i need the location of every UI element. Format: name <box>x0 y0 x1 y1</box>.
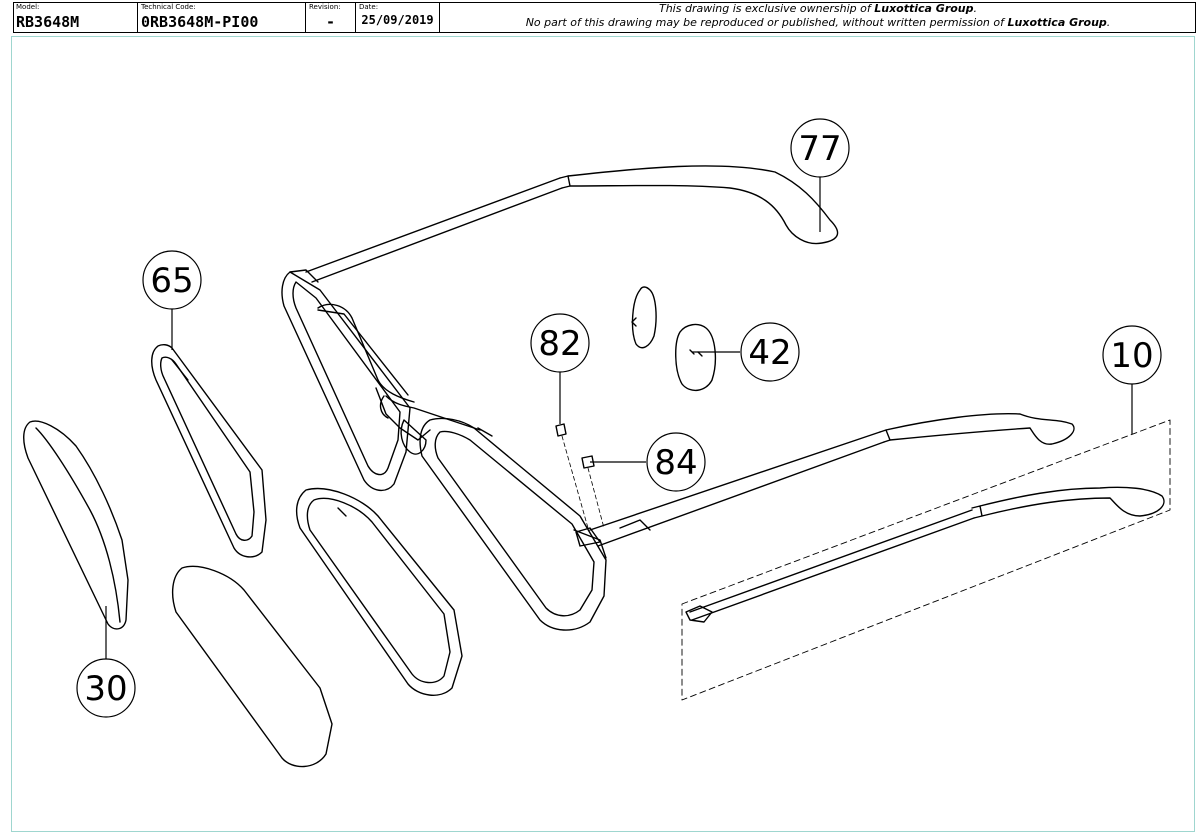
far-rim <box>281 269 411 491</box>
front-ring-65 <box>151 343 267 558</box>
callout-42: 42 <box>740 322 800 382</box>
revision-value: - <box>325 13 336 31</box>
screw-84 <box>581 455 595 469</box>
callout-10: 10 <box>1102 325 1162 385</box>
ownership-notice: This drawing is exclusive ownership of L… <box>440 2 1196 33</box>
callout-84: 84 <box>646 432 706 492</box>
date-label: Date: <box>359 3 379 11</box>
technical-code-value: 0RB3648M-PI00 <box>141 13 259 31</box>
lens-middle <box>171 565 333 768</box>
model-label: Model: <box>16 3 40 11</box>
model-value: RB3648M <box>16 13 80 31</box>
callout-65: 65 <box>142 250 202 310</box>
svg-text:84: 84 <box>654 443 697 483</box>
far-temple <box>305 165 839 283</box>
date-value: 25/09/2019 <box>361 13 434 27</box>
svg-text:77: 77 <box>798 129 841 169</box>
lens-30 <box>23 420 129 630</box>
technical-code-label: Technical Code: <box>141 3 196 11</box>
assembly-line-82 <box>561 435 589 529</box>
notice-line-1: This drawing is exclusive ownership of L… <box>658 2 978 15</box>
nose-pad-upper <box>631 286 657 349</box>
screw-82 <box>555 423 567 437</box>
revision-label: Revision: <box>309 3 341 11</box>
near-temple <box>575 413 1075 547</box>
callout-30: 30 <box>76 658 136 718</box>
bridge <box>317 303 481 455</box>
title-block <box>13 2 1196 33</box>
technical-code-cell: Technical Code: 0RB3648M-PI00 <box>138 2 306 32</box>
ring-middle <box>295 487 463 696</box>
near-rim <box>419 417 607 631</box>
svg-text:10: 10 <box>1110 336 1153 376</box>
svg-text:65: 65 <box>150 261 193 301</box>
separate-temple <box>681 419 1171 701</box>
svg-text:30: 30 <box>84 669 127 709</box>
page-border <box>11 36 1195 832</box>
revision-cell: Revision: - <box>306 2 356 32</box>
svg-text:82: 82 <box>538 324 581 364</box>
callout-77: 77 <box>790 118 850 178</box>
date-cell: Date: 25/09/2019 <box>356 2 440 32</box>
assembly-line-84 <box>587 467 605 529</box>
nose-pad-42 <box>675 323 717 391</box>
notice-line-2: No part of this drawing may be reproduce… <box>525 16 1111 29</box>
svg-text:42: 42 <box>748 333 791 373</box>
callout-82: 82 <box>530 313 590 373</box>
model-cell: Model: RB3648M <box>13 2 138 32</box>
